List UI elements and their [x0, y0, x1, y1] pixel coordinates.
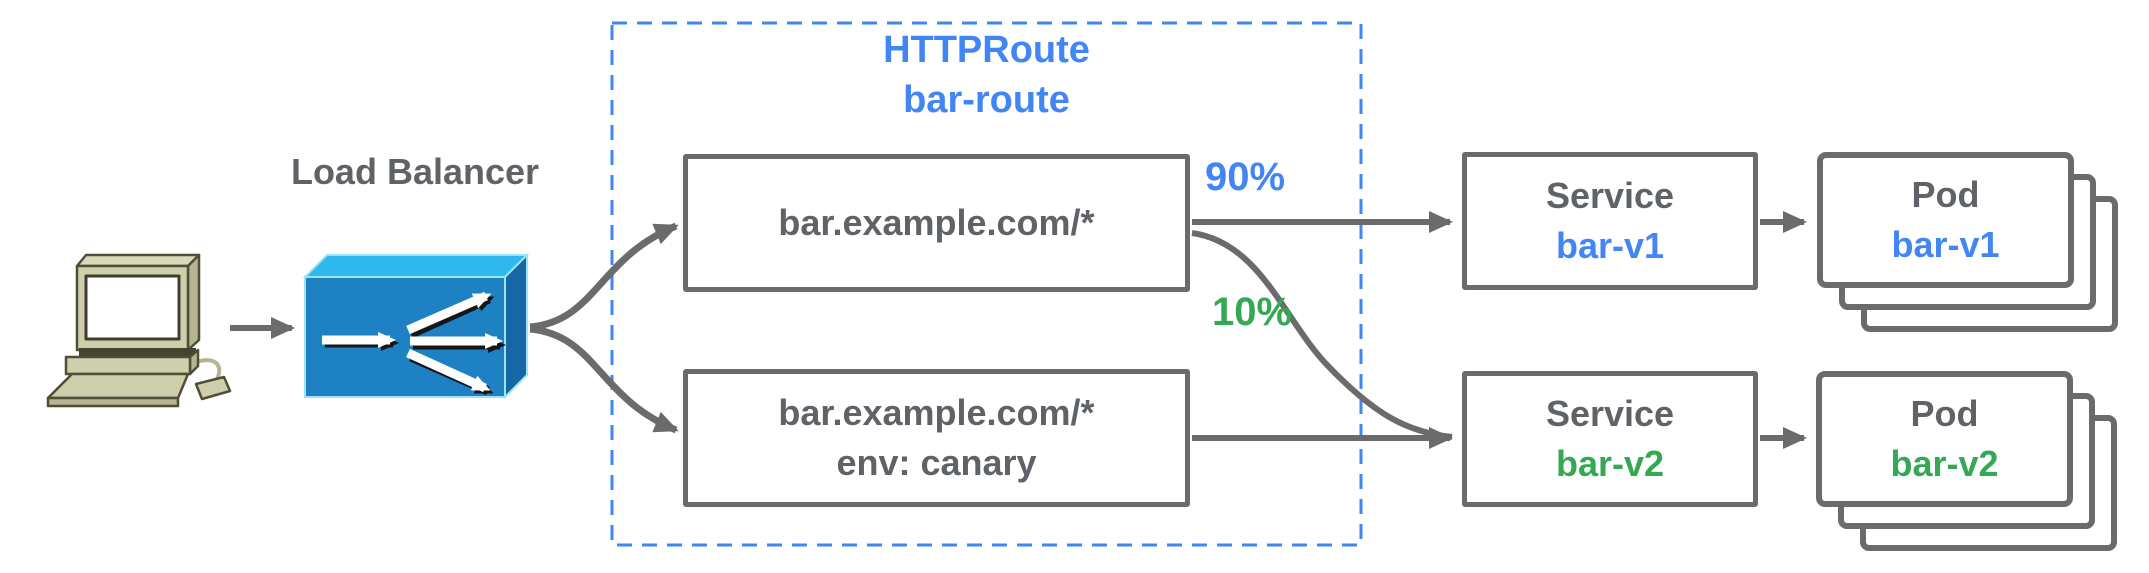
- service-kind: Service: [1545, 393, 1675, 434]
- desktop-computer-icon: [46, 253, 232, 408]
- rule1-to-service2-curve: [1191, 230, 1453, 440]
- weight-label-canary: 10%: [1212, 290, 1293, 334]
- service-box-bar-v2: Service bar-v2: [1462, 371, 1758, 507]
- pod-name: bar-v1: [1891, 224, 2000, 265]
- lb-to-rule1-arrow: [529, 222, 679, 331]
- rule-header-match: env: canary: [836, 442, 1037, 483]
- httproute-title: HTTPRoute bar-route: [612, 25, 1361, 125]
- load-balancer-label: Load Balancer: [290, 151, 540, 192]
- rule-box-canary: bar.example.com/* env: canary: [683, 369, 1190, 507]
- pod-kind: Pod: [1910, 393, 1979, 434]
- service-box-bar-v1: Service bar-v1: [1462, 152, 1758, 290]
- pod-card-front: Pod bar-v2: [1816, 371, 2073, 507]
- httproute-kind: HTTPRoute: [883, 29, 1090, 71]
- pod-name: bar-v2: [1890, 443, 1999, 484]
- httproute-boundary: [610, 21, 1363, 547]
- service-name: bar-v1: [1555, 225, 1665, 266]
- lb-to-rule2-arrow: [529, 325, 679, 434]
- rule-match: bar.example.com/*: [778, 202, 1095, 243]
- weight-label-primary: 90%: [1205, 155, 1286, 199]
- httproute-name: bar-route: [903, 79, 1070, 121]
- service-name: bar-v2: [1555, 443, 1665, 484]
- service-kind: Service: [1545, 175, 1675, 216]
- rule-box-default: bar.example.com/*: [683, 154, 1190, 292]
- load-balancer-icon: [302, 252, 530, 400]
- pod-kind: Pod: [1911, 174, 1980, 215]
- pod-card-front: Pod bar-v1: [1817, 152, 2074, 288]
- rule-match: bar.example.com/*: [778, 392, 1095, 433]
